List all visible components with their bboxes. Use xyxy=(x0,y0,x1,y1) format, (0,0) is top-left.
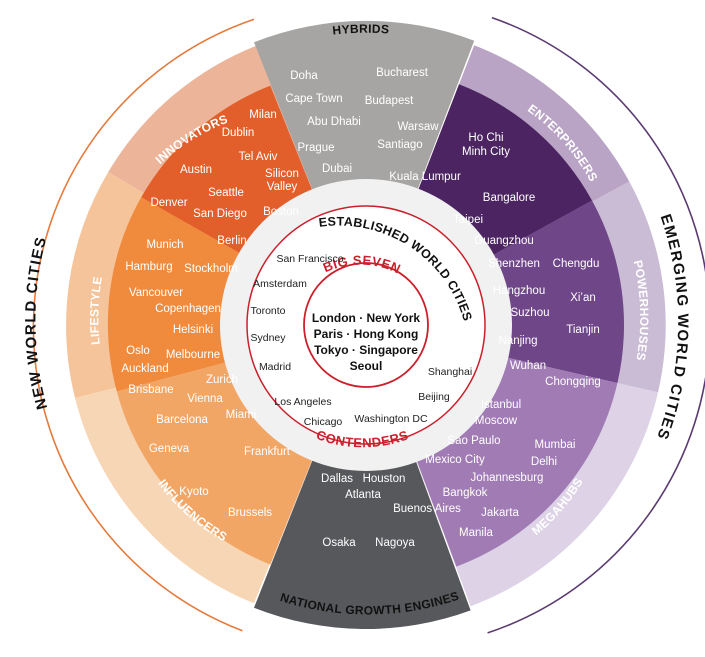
nge-city: Dallas xyxy=(321,473,353,485)
powerhouses-city: Chongqing xyxy=(545,376,601,388)
megahubs-city: Mexico City xyxy=(425,454,485,466)
powerhouses-city: Tianjin xyxy=(566,324,599,336)
powerhouses-city: Wuhan xyxy=(510,360,546,372)
hybrids-label: HYBRIDS xyxy=(332,22,390,38)
big-seven-line: Paris · Hong Kong xyxy=(314,327,419,341)
enterprisers-city: Guangzhou xyxy=(474,235,533,247)
lifestyle-label: LIFESTYLE xyxy=(87,275,105,345)
powerhouses-city: Xi’an xyxy=(570,292,596,304)
contender-city: San Francisco xyxy=(276,253,343,265)
lifestyle-city: Auckland xyxy=(121,363,168,375)
innovators-city: Boston xyxy=(263,206,299,218)
innovators-city: Seattle xyxy=(208,187,244,199)
enterprisers-city: Taipei xyxy=(453,214,483,226)
innovators-city: Valley xyxy=(267,181,298,193)
powerhouses-city: Nanjing xyxy=(499,335,538,347)
lifestyle-city: Stockholm xyxy=(184,263,238,275)
innovators-city: Milan xyxy=(249,109,276,121)
powerhouses-city: Chengdu xyxy=(553,258,600,270)
contender-city: Sydney xyxy=(250,332,286,344)
lifestyle-city: Helsinki xyxy=(173,324,213,336)
contender-city: Amsterdam xyxy=(253,278,307,290)
megahubs-city: Istanbul xyxy=(481,399,521,411)
lifestyle-city: Zurich xyxy=(206,374,238,386)
nge-city: Atlanta xyxy=(345,489,381,501)
big-seven-line: Seoul xyxy=(350,359,383,373)
emerging-world-cities-arc xyxy=(487,16,705,634)
enterprisers-city: Minh City xyxy=(462,146,510,158)
hybrids-city: Budapest xyxy=(365,95,414,107)
big-seven-line: London · New York xyxy=(312,311,421,325)
enterprisers-city: Bangalore xyxy=(483,192,535,204)
big-seven-line: Tokyo · Singapore xyxy=(314,343,418,357)
nge-city: Houston xyxy=(363,473,406,485)
contender-city: Shanghai xyxy=(428,366,472,378)
influencers-city: Brussels xyxy=(228,507,272,519)
lifestyle-city: Vienna xyxy=(187,393,223,405)
big-seven-circle xyxy=(303,262,429,388)
national-growth-engines-sector xyxy=(254,325,471,630)
enterprisers-city: Ho Chi xyxy=(468,132,503,144)
influencers-city: Frankfurt xyxy=(244,446,291,458)
megahubs-city: Bangkok xyxy=(443,487,488,499)
enterprisers-city: Shenzhen xyxy=(488,258,540,270)
powerhouses-city: Hangzhou xyxy=(493,285,545,297)
innovators-city: Austin xyxy=(180,164,212,176)
contender-city: Beijing xyxy=(418,391,450,403)
megahubs-city: Mumbai xyxy=(535,439,576,451)
nge-city: Nagoya xyxy=(375,537,415,549)
hybrids-city: Dubai xyxy=(322,163,352,175)
lifestyle-city: Melbourne xyxy=(166,349,220,361)
innovators-city: Denver xyxy=(150,197,187,209)
nge-city: Buenos Aires xyxy=(393,503,461,515)
innovators-city: San Diego xyxy=(193,208,247,220)
contender-city: Chicago xyxy=(304,416,343,428)
lifestyle-city: Vancouver xyxy=(129,287,183,299)
hybrids-city: Doha xyxy=(290,70,318,82)
nge-city: Osaka xyxy=(322,537,356,549)
lifestyle-city: Copenhagen xyxy=(155,303,221,315)
megahubs-city: Delhi xyxy=(531,456,557,468)
innovators-city: Dublin xyxy=(222,127,255,139)
lifestyle-city: Berlin xyxy=(217,235,246,247)
megahubs-city: Sao Paulo xyxy=(447,435,500,447)
lifestyle-city: Hamburg xyxy=(125,261,172,273)
contender-city: Toronto xyxy=(250,305,285,317)
megahubs-city: Johannesburg xyxy=(471,472,544,484)
powerhouses-city: Suzhou xyxy=(510,307,549,319)
innovators-city: Silicon xyxy=(265,168,299,180)
lifestyle-city: Munich xyxy=(146,239,183,251)
megahubs-city: Jakarta xyxy=(481,507,519,519)
hybrids-city: Abu Dhabi xyxy=(307,116,361,128)
lifestyle-city: Oslo xyxy=(126,345,150,357)
hybrids-city: Kuala Lumpur xyxy=(389,171,461,183)
lifestyle-city: Brisbane xyxy=(128,384,173,396)
new-world-cities-arc xyxy=(32,18,255,632)
hybrids-city: Bucharest xyxy=(376,67,429,79)
hybrids-city: Santiago xyxy=(377,139,422,151)
contender-city: Madrid xyxy=(259,361,291,373)
megahubs-city: Manila xyxy=(459,527,493,539)
lifestyle-city: Barcelona xyxy=(156,414,208,426)
contender-city: Washington DC xyxy=(354,413,428,425)
influencers-city: Geneva xyxy=(149,443,190,455)
innovators-city: Tel Aviv xyxy=(239,151,278,163)
hybrids-sector xyxy=(254,20,475,325)
new-world-cities-label: NEW WORLD CITIES xyxy=(22,234,51,411)
lifestyle-city: Miami xyxy=(226,409,257,421)
hybrids-city: Warsaw xyxy=(397,121,439,133)
influencers-city: Kyoto xyxy=(179,486,208,498)
hybrids-city: Cape Town xyxy=(285,93,342,105)
contender-city: Los Angeles xyxy=(274,396,331,408)
megahubs-city: Moscow xyxy=(475,415,518,427)
hybrids-city: Prague xyxy=(297,142,334,154)
